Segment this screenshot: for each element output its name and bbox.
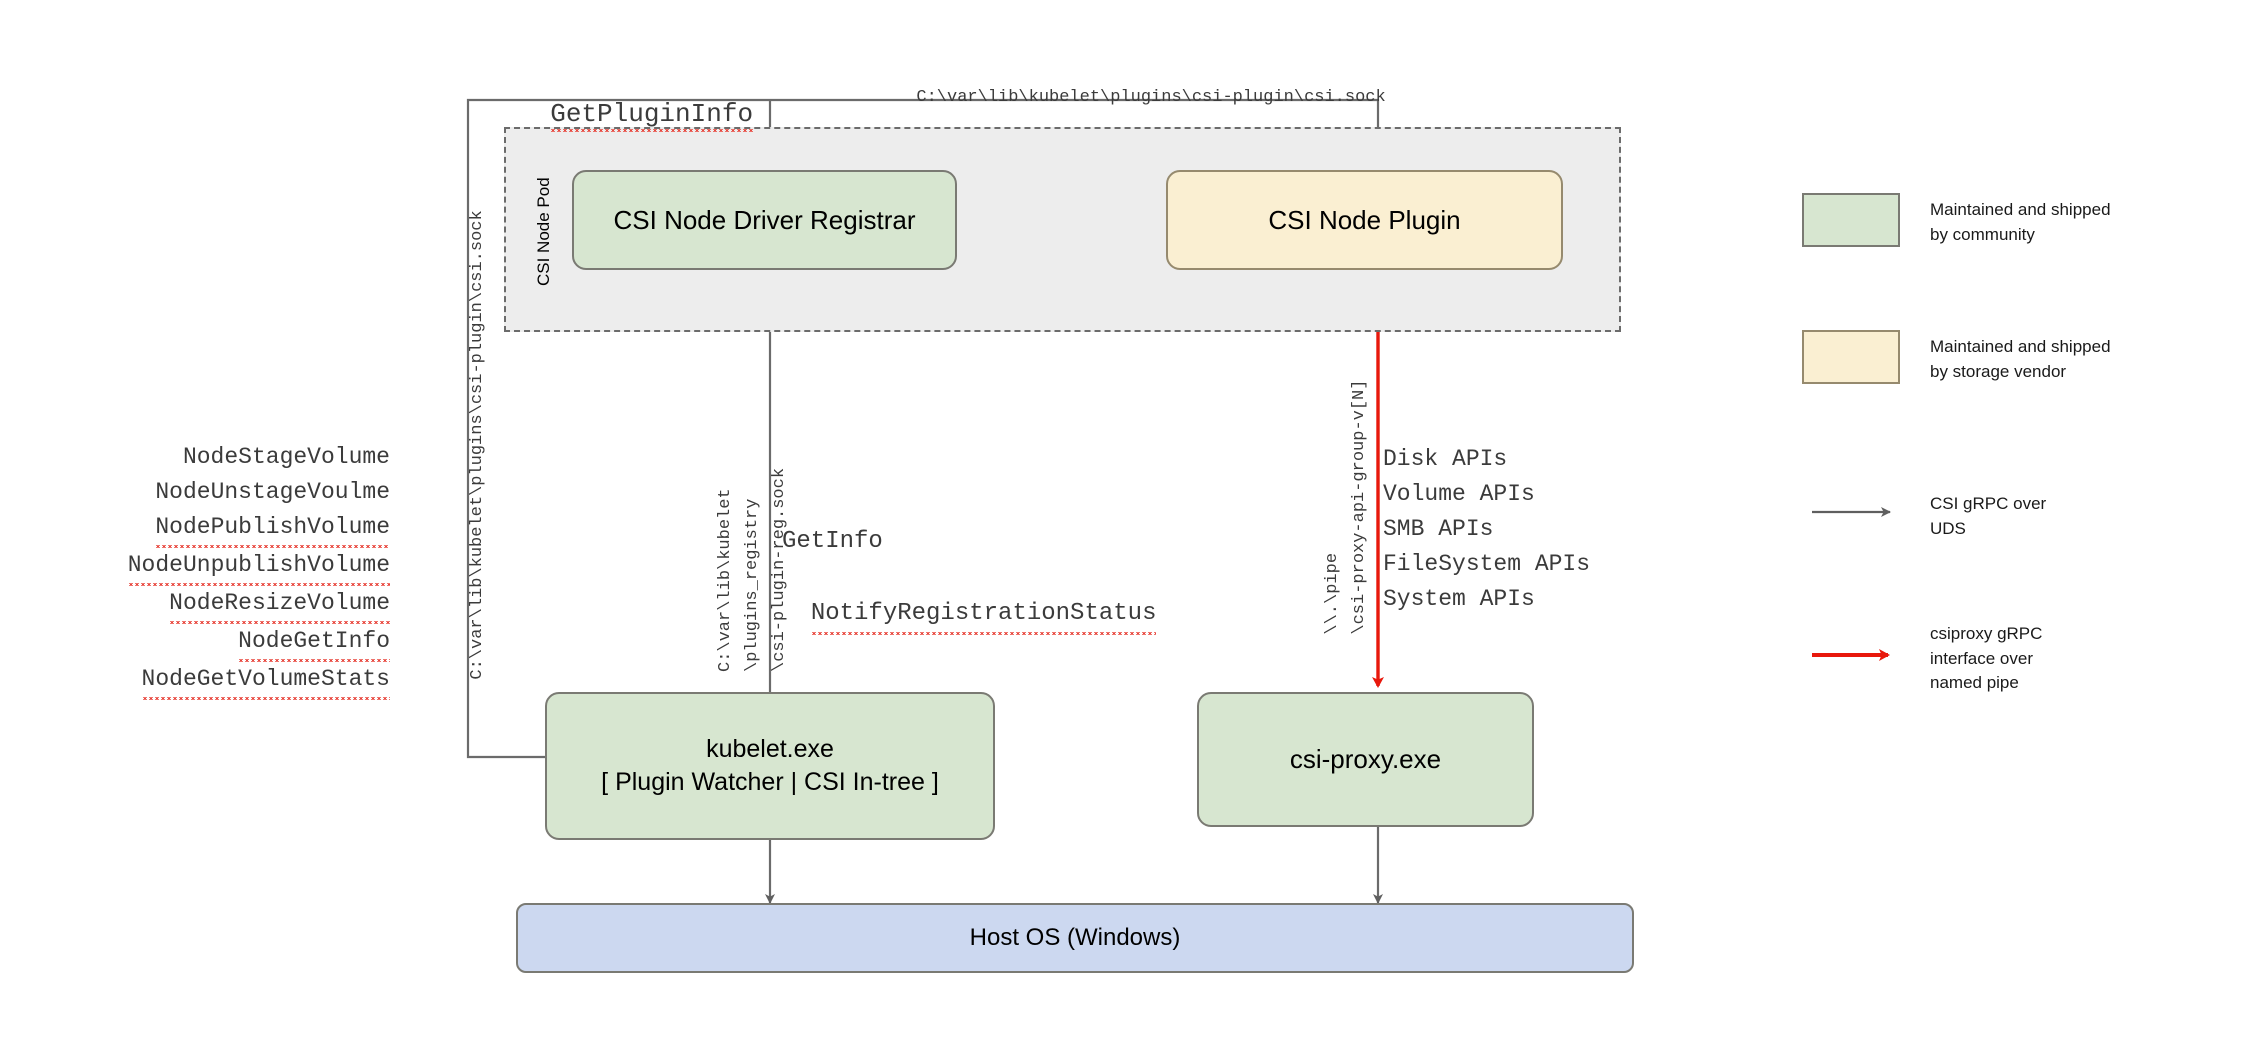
node-api-item: NodeStageVolume [100,440,390,475]
label-text: C:\var\lib\kubelet\plugins\csi-plugin\cs… [916,88,1386,107]
legend-label-vendor: Maintained and shipped by storage vendor [1930,337,2111,381]
node-api-item: NodeUnpublishVolume [100,547,390,586]
kubelet-line-2: [ Plugin Watcher | CSI In-tree ] [601,768,939,796]
node-api-label: NodePublishVolume [155,509,390,548]
node-label: CSI Node Plugin [1268,204,1461,235]
label-get-plugin-info: GetPluginInfo [519,69,754,132]
legend-swatch-vendor [1802,330,1900,384]
node-kubelet-exe[interactable]: kubelet.exe [ Plugin Watcher | CSI In-tr… [545,692,995,840]
node-api-item: NodeGetVolumeStats [100,661,390,700]
label-named-pipe-2: \csi-proxy-api-group-v[N] [1328,380,1371,655]
label-csi-sock-path-left: C:\var\lib\kubelet\plugins\csi-plugin\cs… [446,210,489,700]
legend-label-named-pipe: csiproxy gRPC interface over named pipe [1930,624,2043,693]
node-label: csi-proxy.exe [1289,744,1442,775]
legend-swatch-community [1802,193,1900,247]
legend-label-community: Maintained and shipped by community [1930,200,2111,244]
csi-proxy-api-item: System APIs [1383,585,1535,612]
node-label: Host OS (Windows) [969,924,1181,952]
edge-get-plugin-info [466,98,1383,759]
node-api-label: NodeResizeVolume [169,585,390,624]
node-api-item: NodePublishVolume [100,509,390,548]
kubelet-line-1: kubelet.exe [706,735,834,763]
node-api-label: NodeStageVolume [182,444,390,470]
label-csi-sock-path-top: C:\var\lib\kubelet\plugins\csi-plugin\cs… [896,69,1386,107]
registration-call-notify: NotifyRegistrationStatus [810,596,1157,635]
node-api-label: NodeGetVolumeStats [141,661,390,700]
named-pipe-line-2: \csi-proxy-api-group-v[N] [1350,379,1370,635]
node-csi-node-plugin[interactable]: CSI Node Plugin [1166,170,1563,270]
node-csi-node-driver-registrar[interactable]: CSI Node Driver Registrar [572,170,957,270]
csi-proxy-api-item: SMB APIs [1383,515,1494,542]
label-text: C:\var\lib\kubelet\plugins\csi-plugin\cs… [468,210,488,680]
node-api-label: NodeUnstageVoulme [155,478,390,505]
node-csi-proxy-exe[interactable]: csi-proxy.exe [1197,692,1534,827]
legend-label-uds: CSI gRPC over UDS [1930,494,2047,538]
csi-node-pod-label: CSI Node Pod [534,177,553,286]
csi-proxy-api-item: Disk APIs [1383,446,1508,472]
node-api-item: NodeGetInfo [100,623,390,662]
node-label: CSI Node Driver Registrar [613,204,916,235]
label-text: GetPluginInfo [550,99,754,132]
csi-proxy-api-item: FileSystem APIs [1383,550,1591,577]
node-api-label: NodeGetInfo [238,623,390,662]
node-api-item: NodeResizeVolume [100,585,390,624]
node-api-label: NodeUnpublishVolume [127,547,390,586]
node-host-os[interactable]: Host OS (Windows) [516,903,1634,973]
label-registration-calls: GetInfo NotifyRegistrationStatus [782,452,1157,635]
csi-proxy-api-item: Volume APIs [1383,480,1535,507]
node-api-item: NodeUnstageVoulme [100,475,390,510]
registration-call-get-info: GetInfo [782,528,883,555]
